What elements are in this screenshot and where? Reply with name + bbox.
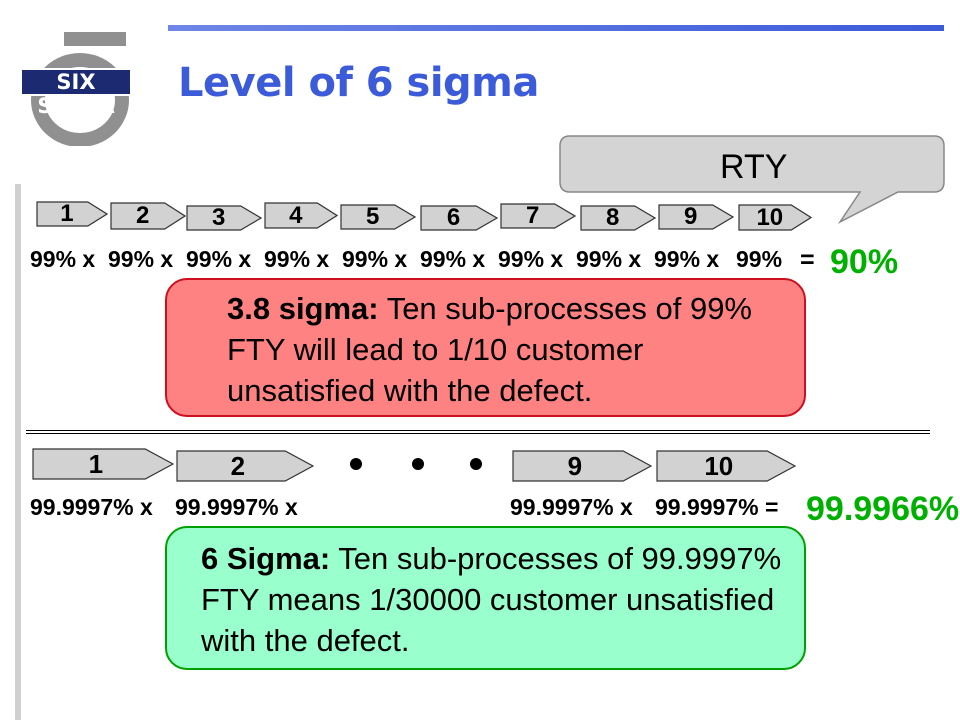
factor-value: 99% [736, 246, 783, 272]
step-number: 6 [446, 204, 461, 231]
step-number: 10 [704, 451, 734, 481]
six-sigma-logo: SIX SIGMA [18, 28, 133, 147]
arrow-shape [580, 205, 656, 231]
step-arrow-5: 5 [340, 204, 416, 230]
arrow-shape [264, 202, 338, 229]
arrow-shape [512, 450, 652, 482]
logo-text: SIX SIGMA [20, 68, 132, 118]
sigma-3.8-line1: Ten sub-processes of 99% [386, 291, 752, 326]
arrow-shape [420, 205, 498, 231]
sigma-3.8-heading: 3.8 sigma: [227, 291, 379, 326]
factor-value: 99% x [264, 246, 330, 272]
step-arrow-6: 6 [420, 205, 498, 231]
step-number: 3 [212, 204, 226, 231]
step-arrow-2: 2 [110, 202, 186, 230]
sigma-6-heading: 6 Sigma: [201, 541, 331, 576]
step-number: 2 [230, 451, 246, 481]
step-number: 2 [136, 202, 150, 229]
rty-callout [559, 135, 945, 225]
step-arrow-7: 7 [500, 203, 576, 229]
ellipsis-dot [470, 458, 482, 470]
step-arrow-1: 1 [36, 201, 108, 227]
step-arrow-10: 10 [656, 450, 796, 482]
step-number: 9 [567, 451, 583, 481]
step-number: 10 [756, 204, 784, 231]
factor-value: 99% x [420, 246, 486, 272]
factor-value: 99% x [186, 246, 252, 272]
step-number: 9 [684, 203, 698, 230]
sigma-6-line2: FTY means 1/30000 customer unsatisfied [201, 582, 775, 617]
arrow-shape [32, 448, 174, 480]
step-number: 7 [526, 202, 540, 229]
header-accent-bar [168, 25, 944, 31]
factor-value: 99.9997% x [30, 494, 153, 520]
step-arrow-3: 3 [186, 205, 262, 231]
step-number: 1 [88, 449, 104, 479]
factor-value: 99.9997% x [175, 494, 298, 520]
page-title: Level of 6 sigma [178, 60, 539, 106]
step-arrow-1: 1 [32, 448, 174, 480]
step-arrow-4: 4 [264, 202, 338, 229]
factor-value: 99% x [654, 246, 720, 272]
factor-value: 99% x [576, 246, 642, 272]
factor-value: 99% x [342, 246, 408, 272]
arrow-shape [176, 450, 314, 482]
factor-value: 99% x [498, 246, 564, 272]
sigma-3.8-box: 3.8 sigma: Ten sub-processes of 99% FTY … [165, 278, 806, 417]
arrow-shape [500, 203, 576, 229]
arrow-shape [340, 204, 416, 230]
factor-value: 99% x [30, 246, 96, 272]
bottom-result: 99.9966% [806, 490, 960, 528]
left-border [15, 184, 21, 720]
step-arrow-10: 10 [738, 204, 812, 231]
sigma-3.8-line2: FTY will lead to 1/10 customer [227, 332, 644, 367]
factor-value: 99.9997% = [655, 494, 779, 520]
step-arrow-2: 2 [176, 450, 314, 482]
step-number: 5 [366, 203, 380, 230]
arrow-shape [186, 205, 262, 231]
step-number: 1 [60, 200, 74, 227]
factor-value: 99% x [108, 246, 174, 272]
section-divider [26, 430, 930, 434]
sigma-6-text: 6 Sigma: Ten sub-processes of 99.9997% F… [201, 538, 781, 661]
top-equals: = [800, 246, 815, 274]
step-number: 4 [289, 202, 303, 229]
step-arrow-9: 9 [512, 450, 652, 482]
sigma-6-line1: Ten sub-processes of 99.9997% [338, 541, 782, 576]
arrow-shape [656, 450, 796, 482]
sigma-3.8-text: 3.8 sigma: Ten sub-processes of 99% FTY … [227, 288, 752, 411]
sigma-logo-icon [31, 32, 129, 147]
sigma-6-box: 6 Sigma: Ten sub-processes of 99.9997% F… [165, 526, 806, 670]
rty-label: RTY [720, 148, 788, 186]
arrow-shape [738, 204, 812, 231]
step-arrow-8: 8 [580, 205, 656, 231]
top-result: 90% [830, 243, 899, 281]
arrow-shape [658, 204, 734, 230]
factor-value: 99.9997% x [510, 494, 633, 520]
sigma-3.8-line3: unsatisfied with the defect. [227, 373, 593, 408]
step-arrow-9: 9 [658, 204, 734, 230]
sigma-6-line3: with the defect. [201, 623, 410, 658]
arrow-shape [110, 202, 186, 230]
arrow-shape [36, 201, 108, 227]
ellipsis-dot [350, 458, 362, 470]
step-number: 8 [606, 204, 620, 231]
ellipsis-dot [412, 458, 424, 470]
